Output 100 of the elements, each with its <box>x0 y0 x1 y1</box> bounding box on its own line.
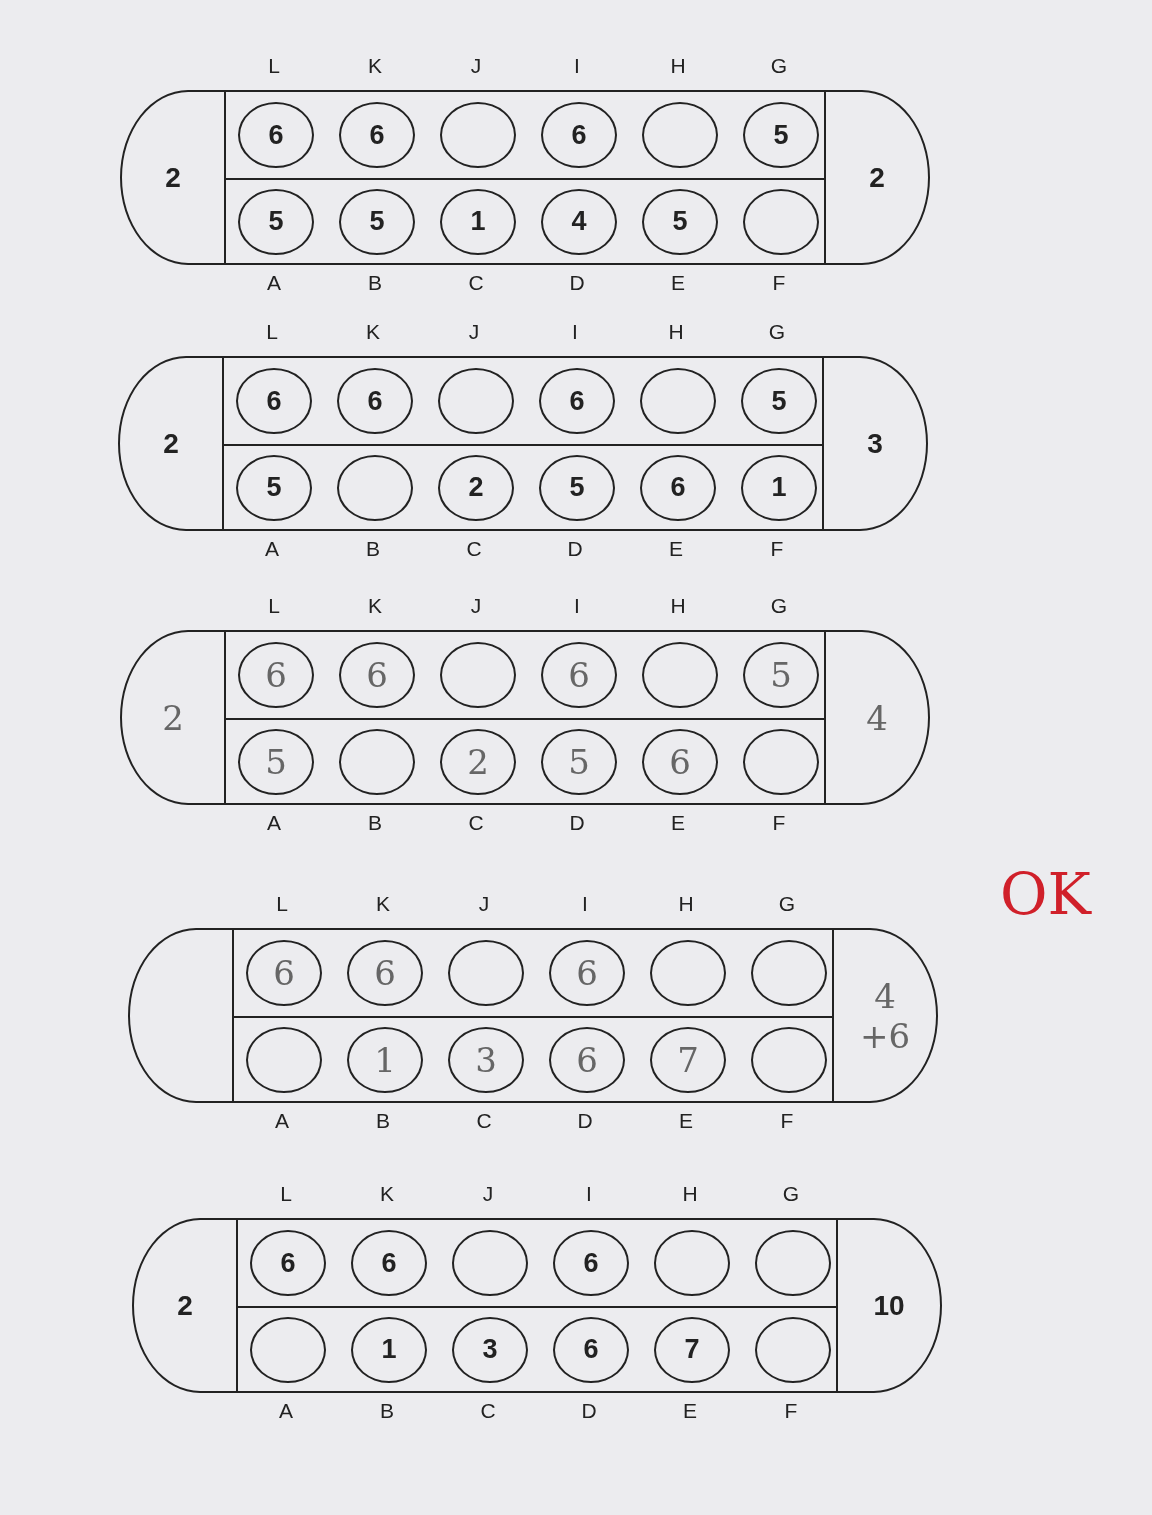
column-letter: H <box>669 594 687 618</box>
column-letter: E <box>678 1109 694 1133</box>
column-letter: A <box>278 1399 294 1423</box>
mancala-board <box>118 356 928 531</box>
column-letter: F <box>771 271 787 295</box>
column-letter: H <box>667 320 685 344</box>
column-letter: E <box>670 811 686 835</box>
pit-circle <box>250 1316 326 1383</box>
handwritten-note: OK <box>1000 860 1091 928</box>
column-letter: D <box>580 1399 598 1423</box>
pit-circle: 6 <box>553 1316 629 1383</box>
store-count: 4 <box>874 975 896 1016</box>
column-letter: K <box>367 594 383 618</box>
pit-circle: 5 <box>238 188 314 255</box>
pit-circle: 5 <box>743 102 819 168</box>
pit-circle: 6 <box>339 642 415 708</box>
pit-circle <box>448 940 524 1006</box>
mancala-board <box>132 1218 942 1393</box>
pit-circle <box>755 1316 831 1383</box>
pit-circle <box>440 642 516 708</box>
column-letter: B <box>375 1109 391 1133</box>
pit-circle: 2 <box>440 728 516 795</box>
pit-circle: 2 <box>438 454 514 521</box>
column-letter: D <box>566 537 584 561</box>
pit-circle: 6 <box>339 102 415 168</box>
column-letter: L <box>275 892 289 916</box>
pit-circle <box>642 642 718 708</box>
column-letter: G <box>767 320 787 344</box>
pit-circle: 1 <box>440 188 516 255</box>
pit-circle: 7 <box>654 1316 730 1383</box>
pit-circle: 3 <box>448 1026 524 1093</box>
pit-circle: 5 <box>741 368 817 434</box>
pit-circle: 5 <box>743 642 819 708</box>
column-letter: H <box>677 892 695 916</box>
column-letter: I <box>573 54 581 78</box>
column-letter: G <box>781 1182 801 1206</box>
store-area: 2 <box>122 92 226 263</box>
column-letter: E <box>682 1399 698 1423</box>
column-letter: B <box>367 271 383 295</box>
column-letter: H <box>681 1182 699 1206</box>
pit-circle <box>339 728 415 795</box>
pit-circle <box>337 454 413 521</box>
pit-circle <box>751 940 827 1006</box>
mancala-board <box>128 928 938 1103</box>
pit-circle: 5 <box>642 188 718 255</box>
pit-circle: 6 <box>347 940 423 1006</box>
pit-circle: 6 <box>541 642 617 708</box>
pit-circle: 6 <box>236 368 312 434</box>
pit-circle <box>650 940 726 1006</box>
pit-circle: 6 <box>539 368 615 434</box>
column-letter: A <box>266 811 282 835</box>
column-letter: D <box>576 1109 594 1133</box>
column-letter: L <box>279 1182 293 1206</box>
column-letter: K <box>367 54 383 78</box>
pit-circle: 7 <box>650 1026 726 1093</box>
column-letter: C <box>467 811 485 835</box>
column-letter: G <box>769 54 789 78</box>
pit-circle <box>743 728 819 795</box>
pit-circle: 6 <box>541 102 617 168</box>
pit-circle: 6 <box>549 1026 625 1093</box>
column-letter: L <box>265 320 279 344</box>
column-letter: L <box>267 594 281 618</box>
pit-circle <box>246 1026 322 1093</box>
column-letter: D <box>568 271 586 295</box>
column-letter: I <box>573 594 581 618</box>
column-letter: B <box>367 811 383 835</box>
pit-circle <box>440 102 516 168</box>
pit-circle: 5 <box>539 454 615 521</box>
column-letter: L <box>267 54 281 78</box>
column-letter: A <box>264 537 280 561</box>
mancala-board <box>120 90 930 265</box>
pit-circle: 6 <box>246 940 322 1006</box>
pit-circle: 5 <box>339 188 415 255</box>
column-letter: J <box>467 320 481 344</box>
pit-circle: 5 <box>541 728 617 795</box>
column-letter: J <box>477 892 491 916</box>
pit-circle: 6 <box>642 728 718 795</box>
pit-circle: 5 <box>238 728 314 795</box>
store-area: 10 <box>836 1220 940 1391</box>
column-letter: K <box>365 320 381 344</box>
pit-circle: 6 <box>337 368 413 434</box>
column-letter: C <box>475 1109 493 1133</box>
pit-circle: 6 <box>640 454 716 521</box>
column-letter: J <box>481 1182 495 1206</box>
column-letter: A <box>266 271 282 295</box>
pit-circle <box>642 102 718 168</box>
column-letter: C <box>467 271 485 295</box>
column-letter: F <box>771 811 787 835</box>
pit-circle: 1 <box>741 454 817 521</box>
column-letter: D <box>568 811 586 835</box>
column-letter: I <box>571 320 579 344</box>
column-letter: J <box>469 594 483 618</box>
pit-circle <box>743 188 819 255</box>
pit-circle: 4 <box>541 188 617 255</box>
pit-circle: 6 <box>250 1230 326 1296</box>
store-area: 2 <box>122 632 226 803</box>
pit-circle <box>654 1230 730 1296</box>
column-letter: E <box>668 537 684 561</box>
column-letter: F <box>779 1109 795 1133</box>
pit-circle <box>755 1230 831 1296</box>
